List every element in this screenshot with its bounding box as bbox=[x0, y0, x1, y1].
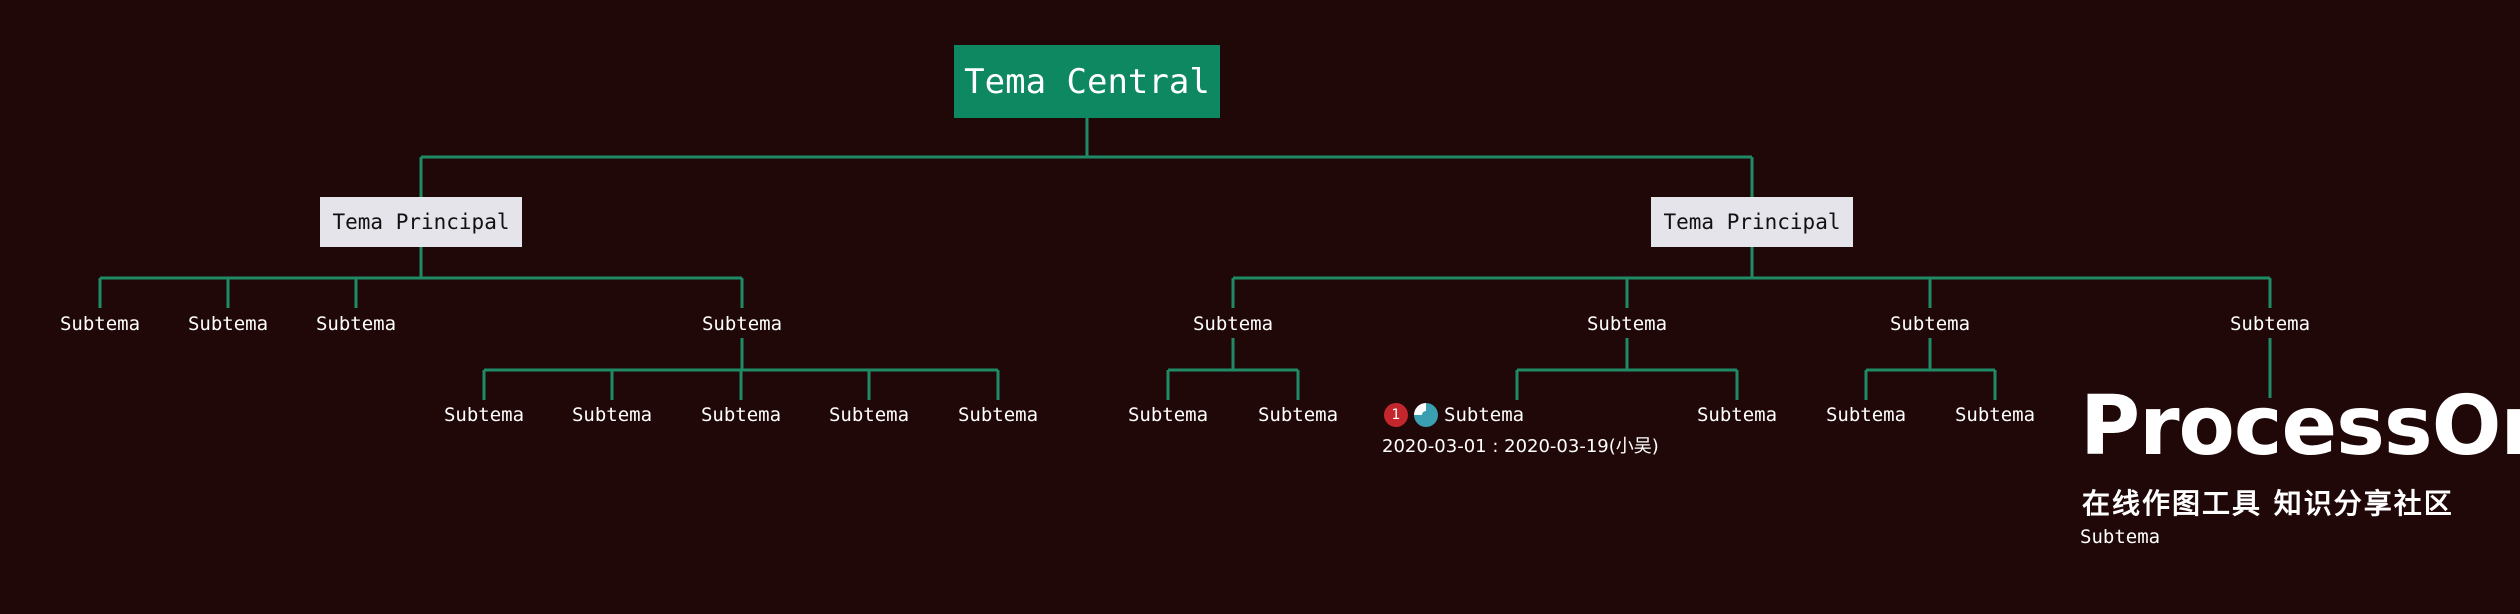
subtopic-left-4-4[interactable]: Subtema bbox=[828, 404, 910, 426]
subtopic-left-4-1[interactable]: Subtema bbox=[443, 404, 525, 426]
subtopic-right-2-2[interactable]: Subtema bbox=[1696, 404, 1778, 426]
subtopic-right-2-1[interactable]: 1 Subtema bbox=[1384, 402, 1524, 428]
subtopic-right-3-1[interactable]: Subtema bbox=[1825, 404, 1907, 426]
subtopic-right-3-2[interactable]: Subtema bbox=[1954, 404, 2036, 426]
subtopic-right-1-2[interactable]: Subtema bbox=[1257, 404, 1339, 426]
subtopic-right-3[interactable]: Subtema bbox=[1889, 313, 1971, 335]
subtopic-left-4[interactable]: Subtema bbox=[701, 313, 783, 335]
processon-tagline: 在线作图工具 知识分享社区 bbox=[2082, 487, 2454, 520]
subtopic-right-1-1[interactable]: Subtema bbox=[1127, 404, 1209, 426]
priority-badge-icon: 1 bbox=[1384, 403, 1408, 427]
subtopic-left-4-3[interactable]: Subtema bbox=[700, 404, 782, 426]
subtopic-left-2[interactable]: Subtema bbox=[187, 313, 269, 335]
central-topic[interactable]: Tema Central bbox=[954, 45, 1220, 118]
main-topic-right[interactable]: Tema Principal bbox=[1651, 197, 1853, 247]
subtopic-left-4-2[interactable]: Subtema bbox=[571, 404, 653, 426]
subtopic-left-1[interactable]: Subtema bbox=[59, 313, 141, 335]
subtopic-label: Subtema bbox=[1444, 404, 1525, 426]
main-topic-left[interactable]: Tema Principal bbox=[320, 197, 522, 247]
subtopic-right-4[interactable]: Subtema bbox=[2229, 313, 2311, 335]
task-dates: 2020-03-01 : 2020-03-19(小吴) bbox=[1382, 436, 1659, 457]
processon-logo: ProcessOn bbox=[2080, 379, 2520, 474]
subtopic-right-1[interactable]: Subtema bbox=[1192, 313, 1274, 335]
progress-pie-icon bbox=[1414, 403, 1438, 427]
subtopic-left-4-5[interactable]: Subtema bbox=[957, 404, 1039, 426]
subtopic-right-4-1[interactable]: Subtema bbox=[2080, 526, 2161, 548]
subtopic-right-2[interactable]: Subtema bbox=[1586, 313, 1668, 335]
subtopic-left-3[interactable]: Subtema bbox=[315, 313, 397, 335]
